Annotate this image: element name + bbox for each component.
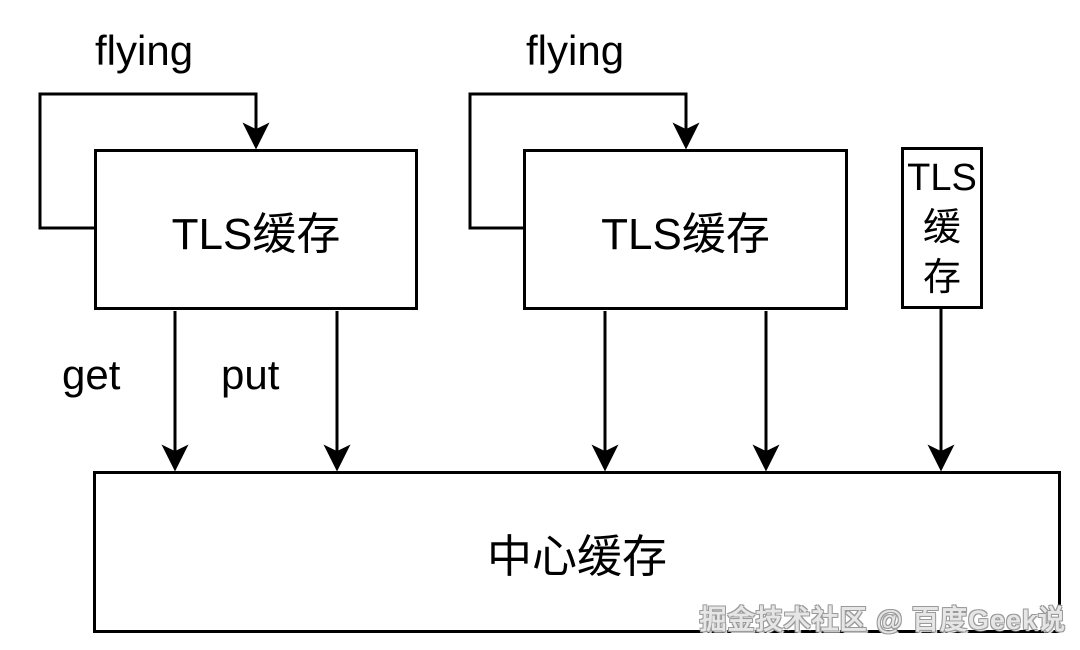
- tls-cache-box-small: TLS 缓 存: [901, 147, 983, 309]
- get-label: get: [62, 351, 121, 398]
- central-cache-box: 中心缓存: [93, 471, 1061, 633]
- tls-small-line-2: 缓: [922, 207, 961, 249]
- tls-cache-box-small-label: TLS 缓 存: [907, 153, 977, 303]
- central-cache-box-label: 中心缓存: [486, 530, 667, 582]
- tls-cache-box-right: TLS缓存: [523, 149, 848, 310]
- flying-loop-arrow-left: [38, 92, 270, 230]
- watermark-text: 掘金技术社区 @ 百度Geek说: [699, 605, 1066, 635]
- flying-loop-arrow-right: [468, 92, 700, 230]
- tls-cache-box-left: TLS缓存: [94, 149, 418, 310]
- tls-cache-box-left-label: TLS缓存: [171, 209, 341, 259]
- flying-label-left: flying: [95, 27, 194, 74]
- tls-small-line-1: TLS: [907, 157, 977, 199]
- tls-cache-box-right-label: TLS缓存: [601, 209, 770, 259]
- put-label: put: [221, 351, 280, 398]
- tls-small-line-3: 存: [922, 257, 961, 299]
- flying-label-right: flying: [526, 27, 625, 74]
